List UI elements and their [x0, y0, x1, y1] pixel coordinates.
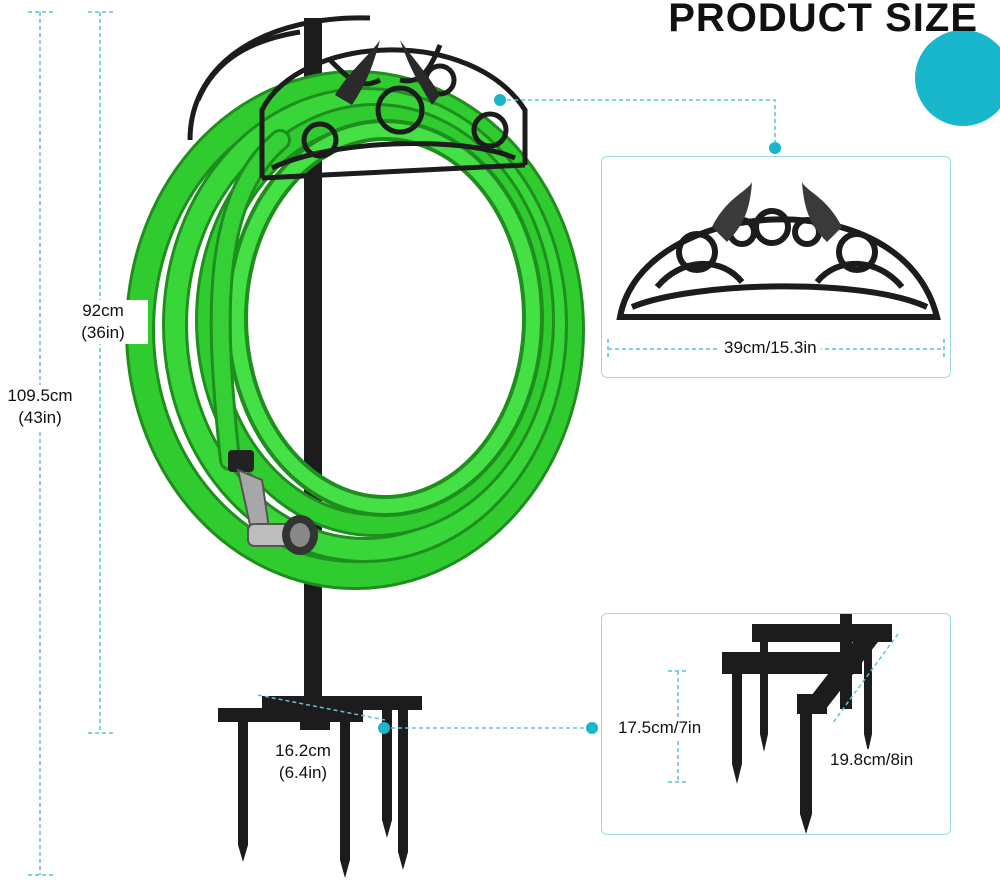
base-width-imperial: (6.4in)	[278, 763, 328, 782]
height-dimension-lines	[28, 11, 114, 876]
bird-ornament	[335, 40, 440, 105]
upper-height-metric: 92cm	[82, 301, 124, 320]
base-width-metric: 16.2cm	[275, 741, 331, 760]
holder-width-label: 39cm/15.3in	[720, 337, 821, 359]
page-title: PRODUCT SIZE	[668, 0, 978, 40]
base-detail-panel: 17.5cm/7in 19.8cm/8in	[601, 613, 951, 835]
base-stakes	[218, 696, 422, 878]
total-height-label: 109.5cm (43in)	[0, 385, 80, 429]
base-detail-illustration	[668, 614, 899, 834]
connector-lines	[384, 99, 776, 729]
base-depth-label: 19.8cm/8in	[830, 749, 914, 771]
spray-nozzle	[228, 450, 318, 555]
holder-detail-illustration	[607, 182, 945, 357]
base-dimension-line	[257, 694, 386, 721]
holder-back-arc	[187, 15, 371, 141]
accent-circle	[915, 30, 1000, 126]
connector-dots	[378, 94, 781, 734]
stake-length-label: 17.5cm/7in	[618, 717, 702, 739]
total-height-imperial: (43in)	[18, 408, 62, 427]
upper-height-imperial: (36in)	[81, 323, 125, 342]
holder-detail-panel: 39cm/15.3in	[601, 156, 951, 378]
upper-height-label: 92cm (36in)	[58, 300, 148, 344]
base-width-label: 16.2cm (6.4in)	[258, 740, 348, 784]
garden-hose	[125, 70, 585, 590]
total-height-metric: 109.5cm	[7, 386, 73, 405]
